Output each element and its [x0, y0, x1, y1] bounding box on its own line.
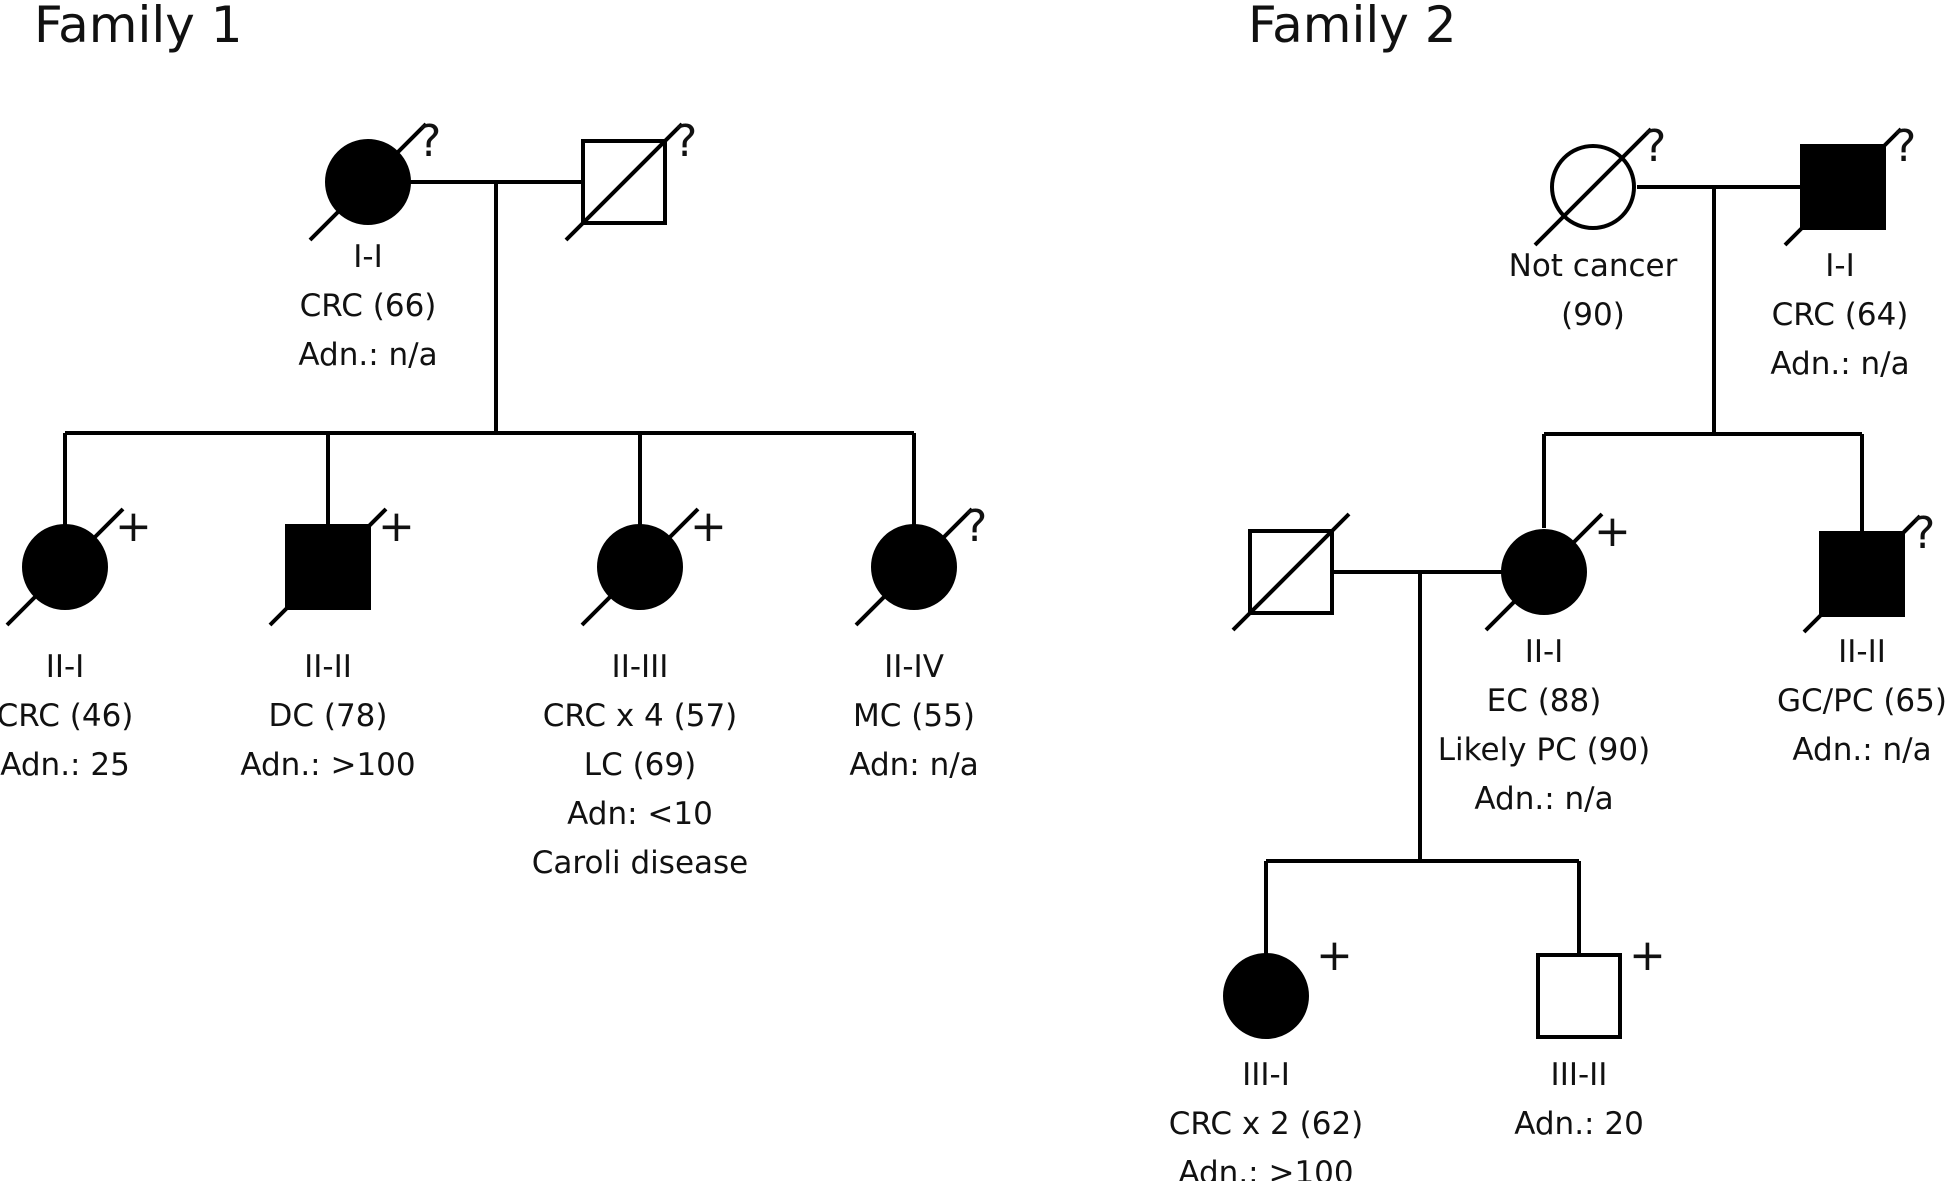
individual-label-line: III-II: [1551, 1057, 1608, 1093]
individual-label-line: II-II: [1838, 634, 1886, 670]
individual-label-line: Adn.: 20: [1514, 1106, 1644, 1142]
individual-label-line: I-I: [353, 239, 382, 275]
genetic-status-mark: +: [378, 501, 415, 552]
individual-label-line: Likely PC (90): [1438, 732, 1650, 768]
genetic-status-mark: ?: [1912, 508, 1935, 559]
individual-label-line: Not cancer: [1509, 248, 1678, 284]
individual-label-line: Adn.: n/a: [1474, 781, 1613, 817]
pedigree-individual-f2-ii-ii: ? II-II GC/PC (65) Adn.: n/a: [1777, 508, 1946, 768]
deceased-slash: [1484, 512, 1604, 632]
individual-label-line: CRC x 4 (57): [543, 698, 738, 734]
individual-label-line: I-I: [1825, 248, 1854, 284]
individual-label-line: MC (55): [853, 698, 975, 734]
genetic-status-mark: +: [690, 501, 727, 552]
family-1-lines: [63, 180, 916, 526]
deceased-slash: [1783, 127, 1903, 247]
individual-label-line: GC/PC (65): [1777, 683, 1946, 719]
genetic-status-mark: +: [1594, 506, 1631, 557]
individual-label-line: CRC (46): [0, 698, 133, 734]
individual-label-line: Adn: <10: [567, 796, 713, 832]
individual-label-line: LC (69): [584, 747, 696, 783]
individual-label-line: II-I: [1525, 634, 1564, 670]
pedigree-individual-f1-ii-ii: + II-II DC (78) Adn.: >100: [240, 501, 415, 783]
genetic-status-mark: +: [1629, 930, 1666, 981]
genetic-status-mark: ?: [674, 116, 697, 167]
pedigree-individual-f1-spouse: ?: [564, 116, 697, 242]
individual-label-line: Adn.: n/a: [1792, 732, 1931, 768]
family-2-lines: [1264, 185, 1864, 955]
male-symbol: [1536, 953, 1622, 1039]
individual-label-line: CRC (64): [1772, 297, 1909, 333]
individual-label-line: Adn.: 25: [0, 747, 130, 783]
individual-label-line: II-IV: [884, 649, 944, 685]
pedigree-individual-f2-iii-i: + III-I CRC x 2 (62) Adn.: >100: [1169, 930, 1364, 1181]
individual-label-line: Adn.: n/a: [298, 337, 437, 373]
deceased-slash: [580, 507, 700, 627]
genetic-status-mark: ?: [418, 116, 441, 167]
pedigree-individual-f1-i-i: ? I-I CRC (66) Adn.: n/a: [298, 116, 441, 373]
pedigree-individual-f2-grandmother: ? Not cancer (90): [1509, 121, 1678, 333]
pedigree-individual-f2-spouse: [1231, 512, 1351, 632]
pedigree-individual-f2-i-i: ? I-I CRC (64) Adn.: n/a: [1770, 121, 1916, 382]
individual-label-line: CRC (66): [300, 288, 437, 324]
individual-label-line: (90): [1561, 297, 1625, 333]
genetic-status-mark: +: [1316, 930, 1353, 981]
deceased-slash: [308, 122, 428, 242]
pedigree-individual-f1-ii-iii: + II-III CRC x 4 (57) LC (69) Adn: <10Caroli…: [532, 501, 749, 881]
deceased-slash: [1533, 127, 1653, 247]
individual-label-line: II-III: [612, 649, 669, 685]
genetic-status-mark: +: [115, 501, 152, 552]
pedigree-individual-f2-ii-i: + II-I EC (88) Likely PC (90) Adn.: n/a: [1438, 506, 1650, 817]
individual-label-line: Adn.: >100: [1178, 1155, 1353, 1181]
genetic-status-mark: ?: [1643, 121, 1666, 172]
individual-label-line: Adn: n/a: [849, 747, 978, 783]
family-1-title: Family 1: [34, 0, 243, 54]
deceased-slash: [1231, 512, 1351, 632]
deceased-slash: [854, 507, 974, 627]
individual-label-line: III-I: [1242, 1057, 1290, 1093]
deceased-slash: [268, 507, 388, 627]
genetic-status-mark: ?: [1893, 121, 1916, 172]
pedigree-individual-f1-ii-i: + II-I CRC (46) Adn.: 25: [0, 501, 152, 783]
female-symbol: [1223, 953, 1309, 1039]
pedigree-individual-f2-iii-ii: + III-II Adn.: 20: [1514, 930, 1666, 1142]
family-2-title: Family 2: [1248, 0, 1457, 54]
individual-label-line: EC (88): [1487, 683, 1602, 719]
individual-label-line: DC (78): [268, 698, 387, 734]
pedigree-individual-f1-ii-iv: ? II-IV MC (55) Adn: n/a: [849, 501, 987, 783]
individual-label-line: Caroli disease: [532, 845, 749, 881]
individual-label-line: II-I: [46, 649, 85, 685]
individual-label-line: II-II: [304, 649, 352, 685]
individual-label-line: Adn.: n/a: [1770, 346, 1909, 382]
deceased-slash: [1802, 514, 1922, 634]
deceased-slash: [564, 122, 684, 242]
individual-label-line: Adn.: >100: [240, 747, 415, 783]
deceased-slash: [5, 507, 125, 627]
genetic-status-mark: ?: [964, 501, 987, 552]
individual-label-line: CRC x 2 (62): [1169, 1106, 1364, 1142]
